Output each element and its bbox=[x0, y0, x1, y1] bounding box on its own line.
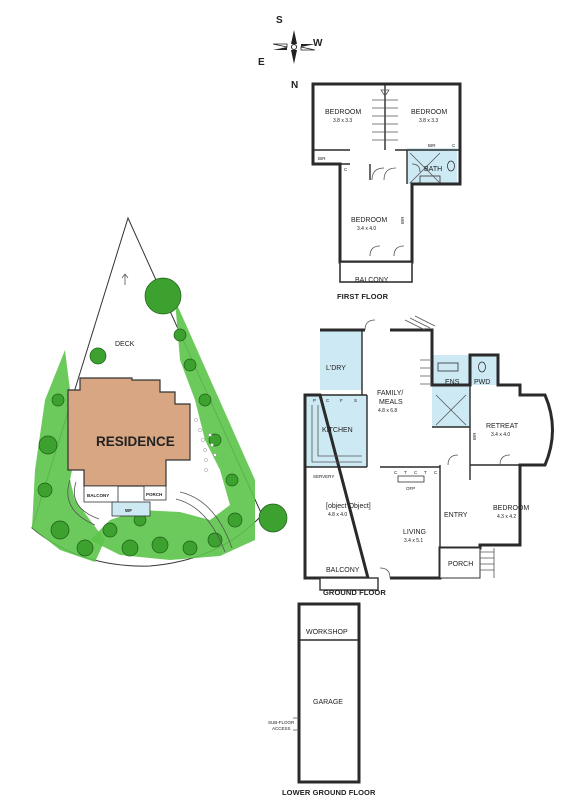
gf-cupboard-4: C bbox=[434, 470, 438, 475]
gf-porch-label: PORCH bbox=[448, 561, 473, 568]
gf-cupboard-0: C bbox=[394, 470, 398, 475]
site-porch-label: PORCH bbox=[146, 492, 162, 497]
site-balcony-label: BALCONY bbox=[87, 493, 109, 498]
site-deck-label: DECK bbox=[115, 341, 135, 348]
lower-ground-floor-plan bbox=[293, 602, 361, 784]
gf-entry-label: ENTRY bbox=[444, 512, 468, 519]
gf-retreat-dims: 3.4 x 4.0 bbox=[491, 432, 510, 438]
ff-bath-label: BATH bbox=[424, 166, 442, 173]
ff-c2-label: C bbox=[452, 143, 456, 148]
gf-cupboard-2: C bbox=[414, 470, 418, 475]
gf-s-label: S bbox=[354, 398, 357, 403]
compass-w: W bbox=[313, 38, 323, 49]
compass-n: N bbox=[291, 80, 298, 91]
gf-balcony-label: BALCONY bbox=[326, 567, 360, 574]
lower-ground-floor-caption: LOWER GROUND FLOOR bbox=[282, 788, 376, 797]
ff-bir1-label: BIR bbox=[318, 156, 326, 161]
gf-kitchen-label: KITCHEN bbox=[322, 427, 353, 434]
gf-f-label: F bbox=[340, 398, 343, 403]
gf-ens-label: ENS bbox=[445, 379, 460, 386]
gf-c-label: C bbox=[326, 398, 330, 403]
gf-dining-dims: 4.8 x 4.0 bbox=[328, 512, 347, 518]
site-residence-label: RESIDENCE bbox=[96, 434, 175, 449]
gf-servery-label: SERVERY bbox=[313, 474, 334, 479]
gf-bedroom-dims: 4.3 x 4.2 bbox=[497, 514, 516, 520]
compass-e: E bbox=[258, 57, 265, 68]
first-floor-plan bbox=[311, 82, 462, 283]
compass-rose-icon bbox=[272, 30, 316, 64]
ground-floor-plan bbox=[303, 315, 554, 591]
lgf-workshop-label: WORKSHOP bbox=[306, 629, 348, 636]
ff-bedroom1-label: BEDROOM bbox=[325, 109, 361, 116]
gf-family-label1: FAMILY/ bbox=[377, 390, 403, 397]
gf-ofp-label: OFP bbox=[406, 486, 415, 491]
first-floor-caption: FIRST FLOOR bbox=[337, 292, 389, 301]
ff-bir3-label: BIR bbox=[400, 216, 405, 224]
ff-bedroom2-dims: 3.8 x 3.3 bbox=[419, 118, 438, 124]
gf-ldry-label: L'DRY bbox=[326, 365, 346, 372]
ff-c1-label: C bbox=[344, 167, 348, 172]
gf-cupboard-1: T bbox=[404, 470, 407, 475]
gf-living-label: LIVING bbox=[403, 529, 426, 536]
ff-bedroom3-dims: 3.4 x 4.0 bbox=[357, 226, 376, 232]
compass-s: S bbox=[276, 15, 283, 26]
gf-dining-label: [object Object] bbox=[326, 503, 371, 510]
residence-block bbox=[67, 377, 191, 487]
lgf-garage-label: GARAGE bbox=[313, 699, 343, 706]
gf-p-label: P bbox=[313, 398, 316, 403]
gf-retreat-label: RETREAT bbox=[486, 423, 519, 430]
ff-bedroom2-label: BEDROOM bbox=[411, 109, 447, 116]
ff-bedroom3-label: BEDROOM bbox=[351, 217, 387, 224]
ff-bedroom1-dims: 3.8 x 3.3 bbox=[333, 118, 352, 124]
ff-bir2-label: BIR bbox=[428, 143, 436, 148]
lgf-subfloor-label2: ACCESS bbox=[272, 726, 291, 731]
site-plan bbox=[31, 216, 288, 567]
gf-family-dims: 4.8 x 6.8 bbox=[378, 408, 397, 414]
gf-bedroom-label: BEDROOM bbox=[493, 505, 529, 512]
site-wf-label: WF bbox=[125, 508, 132, 513]
gf-bir-label: BIR bbox=[472, 432, 477, 440]
gf-cupboard-3: T bbox=[424, 470, 427, 475]
lgf-subfloor-label1: SUB-FLOOR bbox=[268, 720, 295, 725]
gf-family-label2: MEALS bbox=[379, 399, 403, 406]
gf-living-dims: 3.4 x 5.1 bbox=[404, 538, 423, 544]
ff-balcony-label: BALCONY bbox=[355, 277, 389, 284]
ground-floor-caption: GROUND FLOOR bbox=[323, 588, 386, 597]
gf-pwd-label: PWD bbox=[474, 379, 490, 386]
